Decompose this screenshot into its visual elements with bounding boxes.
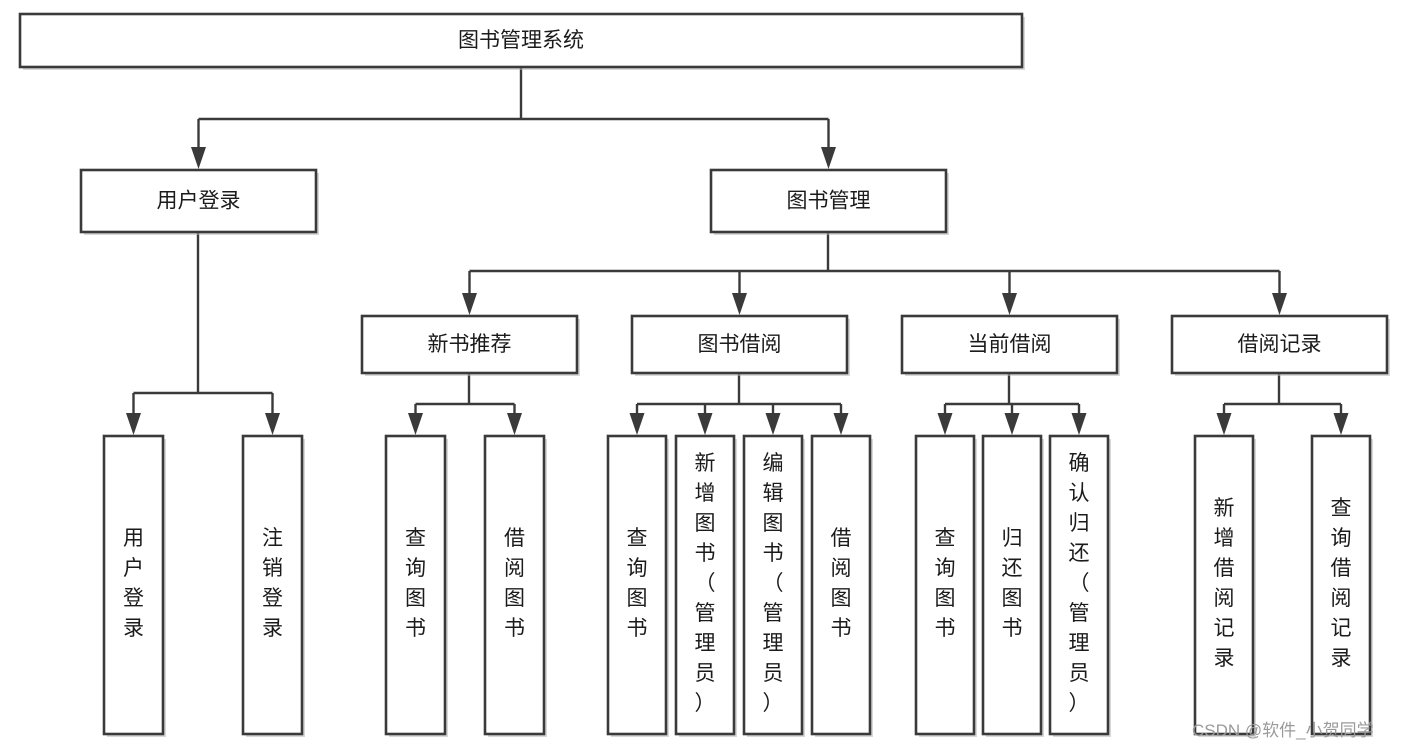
node-box[interactable] — [1310, 434, 1372, 736]
node-leaf-query-book-current[interactable]: 查询图书 — [914, 434, 977, 737]
node-root[interactable]: 图书管理系统 — [18, 12, 1025, 70]
node-label: 借阅图书 — [831, 527, 852, 640]
node-new-book-rec[interactable]: 新书推荐 — [360, 314, 580, 376]
node-box[interactable] — [360, 314, 579, 375]
node-leaf-logout-login[interactable]: 注销登录 — [241, 434, 305, 737]
node-leaf-query-borrow-record[interactable]: 查询借阅记录 — [1310, 434, 1373, 737]
node-box[interactable] — [914, 434, 976, 736]
connector-book-borrow — [629, 373, 849, 435]
node-label: 查询图书 — [627, 527, 648, 640]
node-label: 借阅图书 — [504, 527, 525, 640]
connector-borrow-record — [1216, 373, 1349, 435]
node-label: 借阅记录 — [1238, 333, 1322, 356]
node-label: 查询图书 — [935, 527, 956, 640]
node-box[interactable] — [384, 434, 447, 736]
connector-new-book-rec — [408, 373, 522, 435]
node-label: 查询图书 — [405, 527, 426, 640]
node-box[interactable] — [630, 314, 849, 375]
node-box[interactable] — [606, 434, 668, 736]
node-book-borrow[interactable]: 图书借阅 — [630, 314, 850, 376]
node-leaf-return-book[interactable]: 归还图书 — [981, 434, 1044, 737]
node-box[interactable] — [674, 434, 736, 736]
node-label: 当前借阅 — [968, 333, 1052, 356]
node-box[interactable] — [102, 434, 165, 736]
connector-user-login — [126, 232, 280, 435]
connector-book-manage — [462, 232, 1287, 315]
node-leaf-add-borrow-record[interactable]: 新增借阅记录 — [1193, 434, 1256, 737]
node-box[interactable] — [900, 314, 1119, 375]
node-box[interactable] — [1170, 314, 1389, 375]
node-box[interactable] — [241, 434, 304, 736]
node-borrow-record[interactable]: 借阅记录 — [1170, 314, 1390, 376]
node-box[interactable] — [742, 434, 804, 736]
node-box[interactable] — [709, 168, 948, 234]
node-label: 用户登录 — [123, 527, 144, 640]
node-label: 图书管理 — [787, 190, 871, 213]
node-box[interactable] — [483, 434, 546, 736]
node-leaf-query-book-rec[interactable]: 查询图书 — [384, 434, 448, 737]
node-leaf-edit-book-admin[interactable]: 编辑图书（管理员） — [742, 434, 805, 737]
node-leaf-confirm-return-admin[interactable]: 确认归还（管理员） — [1048, 434, 1111, 737]
node-label: 查询借阅记录 — [1331, 497, 1352, 670]
node-current-borrow[interactable]: 当前借阅 — [900, 314, 1120, 376]
connector-layer — [126, 67, 1349, 435]
node-leaf-query-book-borrow[interactable]: 查询图书 — [606, 434, 669, 737]
node-box[interactable] — [79, 168, 318, 234]
node-label: 新增借阅记录 — [1214, 497, 1235, 670]
node-box[interactable] — [981, 434, 1043, 736]
node-book-manage[interactable]: 图书管理 — [709, 168, 949, 235]
node-label: 新书推荐 — [428, 333, 512, 356]
node-leaf-user-login[interactable]: 用户登录 — [102, 434, 166, 737]
node-leaf-borrow-book[interactable]: 借阅图书 — [810, 434, 873, 737]
node-label: 确认归还（管理员） — [1069, 452, 1090, 715]
node-layer: 图书管理系统用户登录图书管理新书推荐图书借阅当前借阅借阅记录用户登录注销登录查询… — [18, 12, 1390, 737]
node-label: 新增图书（管理员） — [695, 452, 716, 715]
node-label: 注销登录 — [262, 527, 283, 640]
node-box[interactable] — [1193, 434, 1255, 736]
node-box[interactable] — [1048, 434, 1110, 736]
csdn-watermark: CSDN @软件_小贺同学 — [1192, 721, 1374, 740]
node-leaf-borrow-book-rec[interactable]: 借阅图书 — [483, 434, 547, 737]
node-label: 图书借阅 — [698, 333, 782, 356]
connector-root — [191, 67, 836, 169]
node-label: 编辑图书（管理员） — [763, 452, 784, 715]
node-label: 图书管理系统 — [458, 29, 584, 52]
node-user-login[interactable]: 用户登录 — [79, 168, 319, 235]
node-box[interactable] — [810, 434, 872, 736]
node-leaf-add-book-admin[interactable]: 新增图书（管理员） — [674, 434, 737, 737]
node-box[interactable] — [18, 12, 1024, 69]
connector-current-borrow — [937, 373, 1087, 435]
node-label: 用户登录 — [157, 190, 241, 213]
node-label: 归还图书 — [1002, 527, 1023, 640]
